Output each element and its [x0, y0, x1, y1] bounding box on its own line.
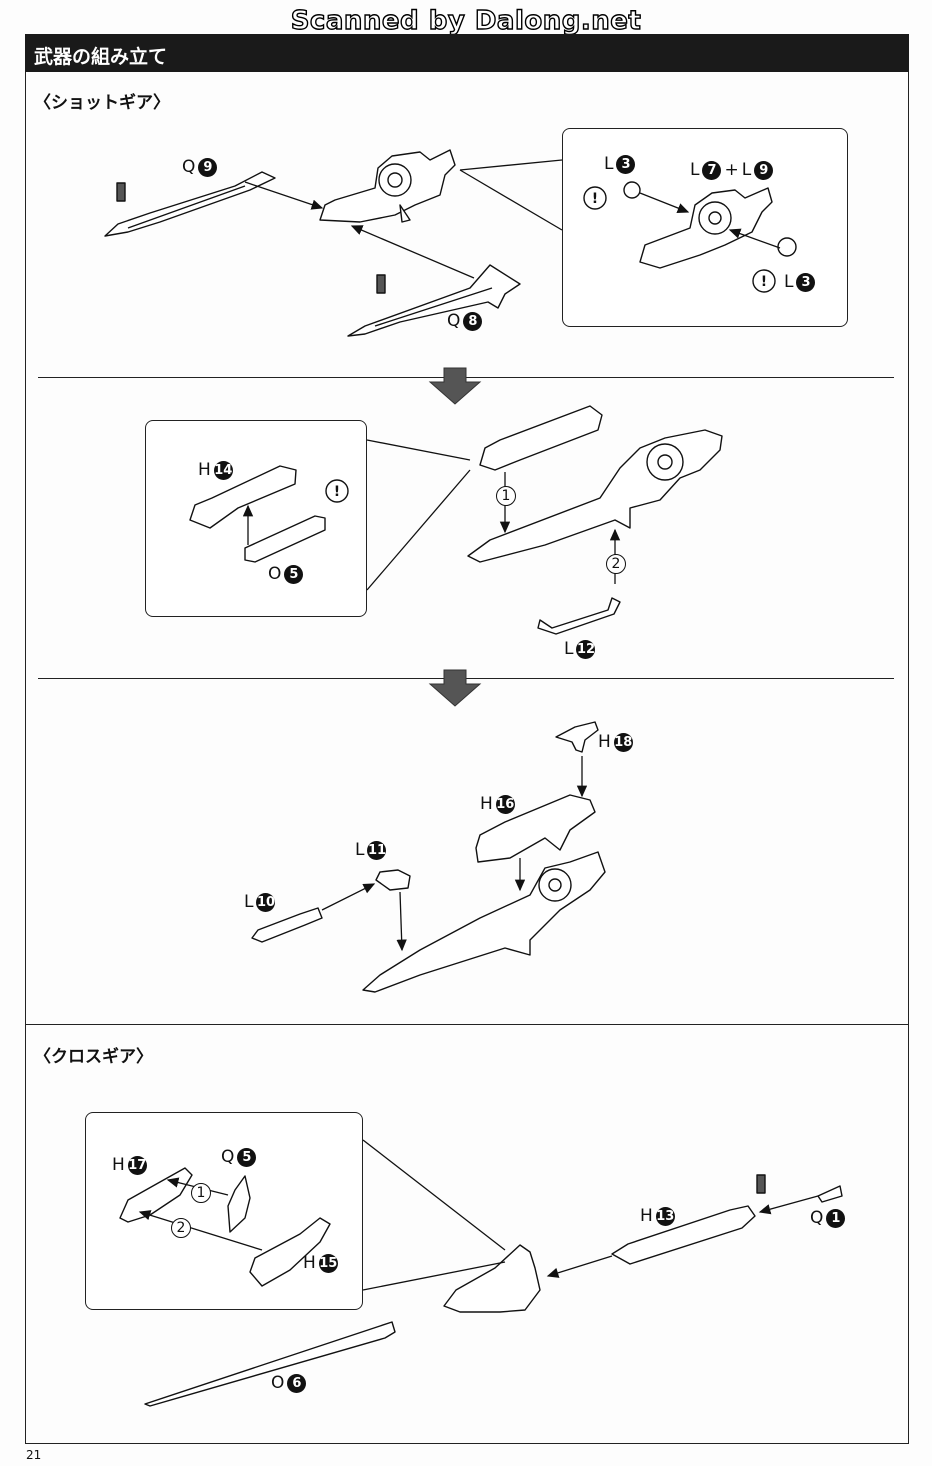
page-number: 21 — [26, 1448, 42, 1462]
step-arrow-icon — [428, 669, 482, 707]
step-arrow-icon — [428, 367, 482, 405]
part-h13 — [611, 1205, 756, 1265]
part-h16 — [475, 794, 596, 863]
detail-box-h14 — [145, 420, 367, 617]
pin-icon — [376, 274, 386, 294]
step-marker: 1 — [496, 486, 516, 506]
cap-l3 — [623, 181, 641, 199]
section-title-cross-gear: 〈クロスギア〉 — [34, 1047, 153, 1067]
part-upper — [479, 405, 603, 471]
caution-icon — [752, 269, 776, 293]
part-h15 — [249, 1217, 331, 1287]
part-h17 — [119, 1167, 193, 1223]
section-divider — [25, 1024, 909, 1025]
page-title: 武器の組み立て — [34, 46, 168, 68]
part-o6 — [144, 1321, 396, 1407]
svg-text:!: ! — [761, 274, 767, 290]
cap-l3 — [777, 237, 797, 257]
step-marker: 1 — [191, 1183, 211, 1203]
caution-icon — [325, 479, 349, 503]
svg-text:!: ! — [592, 191, 598, 207]
part-l12 — [537, 597, 621, 635]
part-cross-body — [443, 1244, 541, 1313]
part-q8 — [347, 264, 521, 337]
svg-text:!: ! — [334, 484, 340, 500]
part-q1 — [817, 1185, 843, 1203]
step-marker: 2 — [171, 1218, 191, 1238]
part-h18 — [555, 721, 599, 753]
header-bar — [25, 34, 909, 72]
pin-icon — [116, 182, 126, 202]
pin-icon — [756, 1174, 766, 1194]
part-o5 — [244, 515, 326, 563]
part-l10 — [251, 907, 323, 943]
step-marker: 2 — [606, 554, 626, 574]
section-title-shot-gear: 〈ショットギア〉 — [34, 93, 170, 113]
caution-icon — [583, 186, 607, 210]
watermark: Scanned by Dalong.net — [290, 5, 642, 36]
part-l11 — [375, 869, 411, 891]
part-q9 — [104, 171, 276, 237]
part-h14 — [189, 465, 297, 529]
part-q5 — [227, 1175, 251, 1233]
